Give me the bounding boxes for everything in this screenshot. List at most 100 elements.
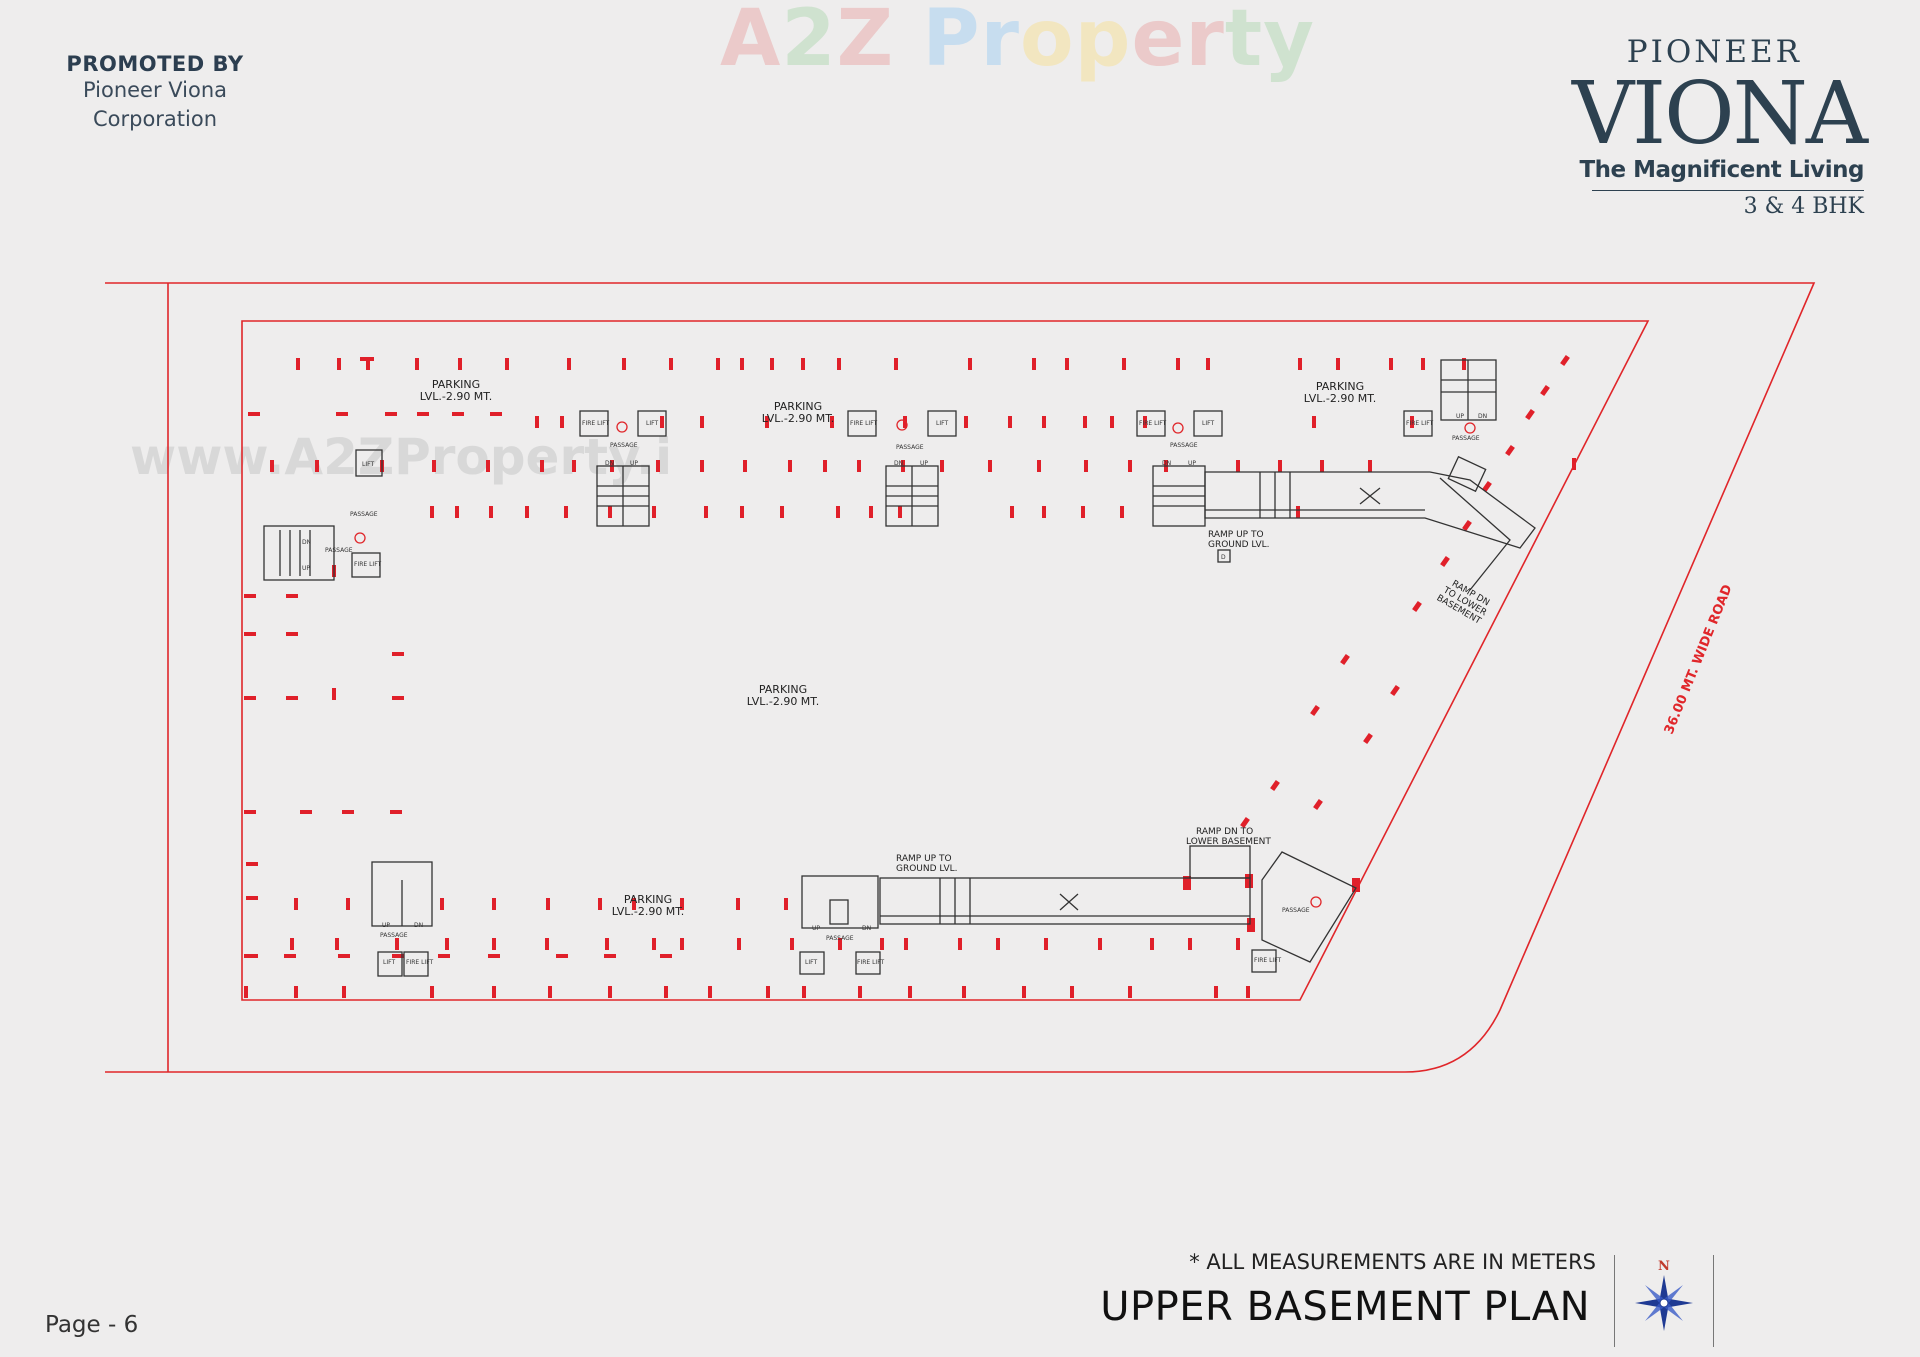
road-label: 36.00 MT. WIDE ROAD [1662, 582, 1736, 736]
column [246, 862, 258, 866]
column [395, 938, 399, 950]
svg-text:UP: UP [1188, 460, 1196, 467]
column [940, 460, 944, 472]
column [535, 416, 539, 428]
svg-text:PASSAGE: PASSAGE [896, 444, 924, 451]
column [492, 898, 496, 910]
svg-text:PASSAGE: PASSAGE [826, 935, 854, 942]
column [904, 938, 908, 950]
column [315, 460, 319, 472]
column [608, 986, 612, 998]
column [270, 460, 274, 472]
core-2 [847, 410, 957, 527]
column [246, 954, 258, 958]
brand-tagline: The Magnificent Living [1579, 157, 1864, 183]
column [784, 898, 788, 910]
column [294, 986, 298, 998]
svg-text:LOWER BASEMENT: LOWER BASEMENT [1186, 837, 1271, 847]
column [440, 898, 444, 910]
column [1313, 798, 1323, 811]
column [415, 358, 419, 370]
column [1120, 506, 1124, 518]
column [652, 938, 656, 950]
svg-text:DN: DN [1162, 460, 1171, 467]
column [968, 358, 972, 370]
column [1278, 460, 1282, 472]
column [244, 696, 256, 700]
column [244, 632, 256, 636]
core-bottom-left [371, 861, 433, 977]
column [337, 358, 341, 370]
svg-text:FIRE LIFT: FIRE LIFT [354, 561, 382, 568]
brand-bhk: 3 & 4 BHK [1743, 194, 1864, 219]
measurement-note: * ALL MEASUREMENTS ARE IN METERS [1189, 1250, 1596, 1274]
svg-text:RAMP UP TO: RAMP UP TO [1208, 530, 1264, 540]
column [1176, 358, 1180, 370]
svg-text:LVL.-2.90 MT.: LVL.-2.90 MT. [762, 412, 834, 425]
promoter-name-line2: Corporation [92, 107, 218, 131]
svg-text:LVL.-2.90 MT.: LVL.-2.90 MT. [612, 905, 684, 918]
column [1236, 460, 1240, 472]
parking-labels: PARKING LVL.-2.90 MT. PARKING LVL.-2.90 … [420, 378, 1376, 918]
svg-text:FIRE LIFT: FIRE LIFT [1139, 420, 1167, 427]
column [392, 954, 404, 958]
column [1214, 986, 1218, 998]
svg-text:RAMP DN TO: RAMP DN TO [1196, 827, 1253, 837]
svg-text:PASSAGE: PASSAGE [350, 511, 378, 518]
column [790, 938, 794, 950]
column [964, 416, 968, 428]
column [598, 898, 602, 910]
core-bottom-right [1251, 851, 1357, 973]
column [560, 416, 564, 428]
core-annotations: FIRE LIFT LIFT PASSAGE DN UP FIRE LIFT L… [302, 413, 1487, 966]
svg-text:DN: DN [302, 539, 311, 546]
column [244, 986, 248, 998]
column [1065, 358, 1069, 370]
svg-text:PARKING: PARKING [432, 378, 480, 391]
column [1128, 986, 1132, 998]
column [1336, 358, 1340, 370]
column [736, 898, 740, 910]
column [1320, 460, 1324, 472]
column [417, 412, 429, 416]
north-compass-icon: N [1635, 1259, 1693, 1331]
column [869, 506, 873, 518]
column [296, 358, 300, 370]
svg-text:UP: UP [382, 922, 390, 929]
svg-text:LIFT: LIFT [362, 461, 374, 468]
column [680, 938, 684, 950]
svg-text:UP: UP [812, 925, 820, 932]
svg-text:LIFT: LIFT [936, 420, 948, 427]
column [669, 358, 673, 370]
brand-viona: VIONA [1572, 64, 1868, 164]
column [246, 896, 258, 900]
svg-text:DN: DN [862, 925, 871, 932]
column [1368, 460, 1372, 472]
column [1044, 938, 1048, 950]
svg-text:DN: DN [894, 460, 903, 467]
column [1505, 444, 1515, 457]
column [1098, 938, 1102, 950]
column [1560, 354, 1570, 367]
column [858, 986, 862, 998]
pioneer-viona-logo: PIONEER VIONA The Magnificent Living 3 &… [1562, 34, 1892, 234]
column [656, 460, 660, 472]
svg-text:D: D [1221, 554, 1226, 561]
svg-text:LVL.-2.90 MT.: LVL.-2.90 MT. [1304, 392, 1376, 405]
column [1042, 416, 1046, 428]
page-number: Page - 6 [45, 1312, 139, 1338]
svg-text:DN: DN [414, 922, 423, 929]
column [248, 412, 260, 416]
promoter-block: PROMOTED BY Pioneer Viona Corporation [40, 52, 270, 134]
svg-text:LVL.-2.90 MT.: LVL.-2.90 MT. [747, 695, 819, 708]
svg-text:PARKING: PARKING [624, 893, 672, 906]
svg-text:PASSAGE: PASSAGE [1452, 435, 1480, 442]
column [1008, 416, 1012, 428]
column [1128, 460, 1132, 472]
column [988, 460, 992, 472]
plan-title: UPPER BASEMENT PLAN [1100, 1284, 1590, 1330]
column [908, 986, 912, 998]
brand-divider [1592, 190, 1864, 191]
column [1312, 416, 1316, 428]
svg-text:FIRE LIFT: FIRE LIFT [406, 959, 434, 966]
